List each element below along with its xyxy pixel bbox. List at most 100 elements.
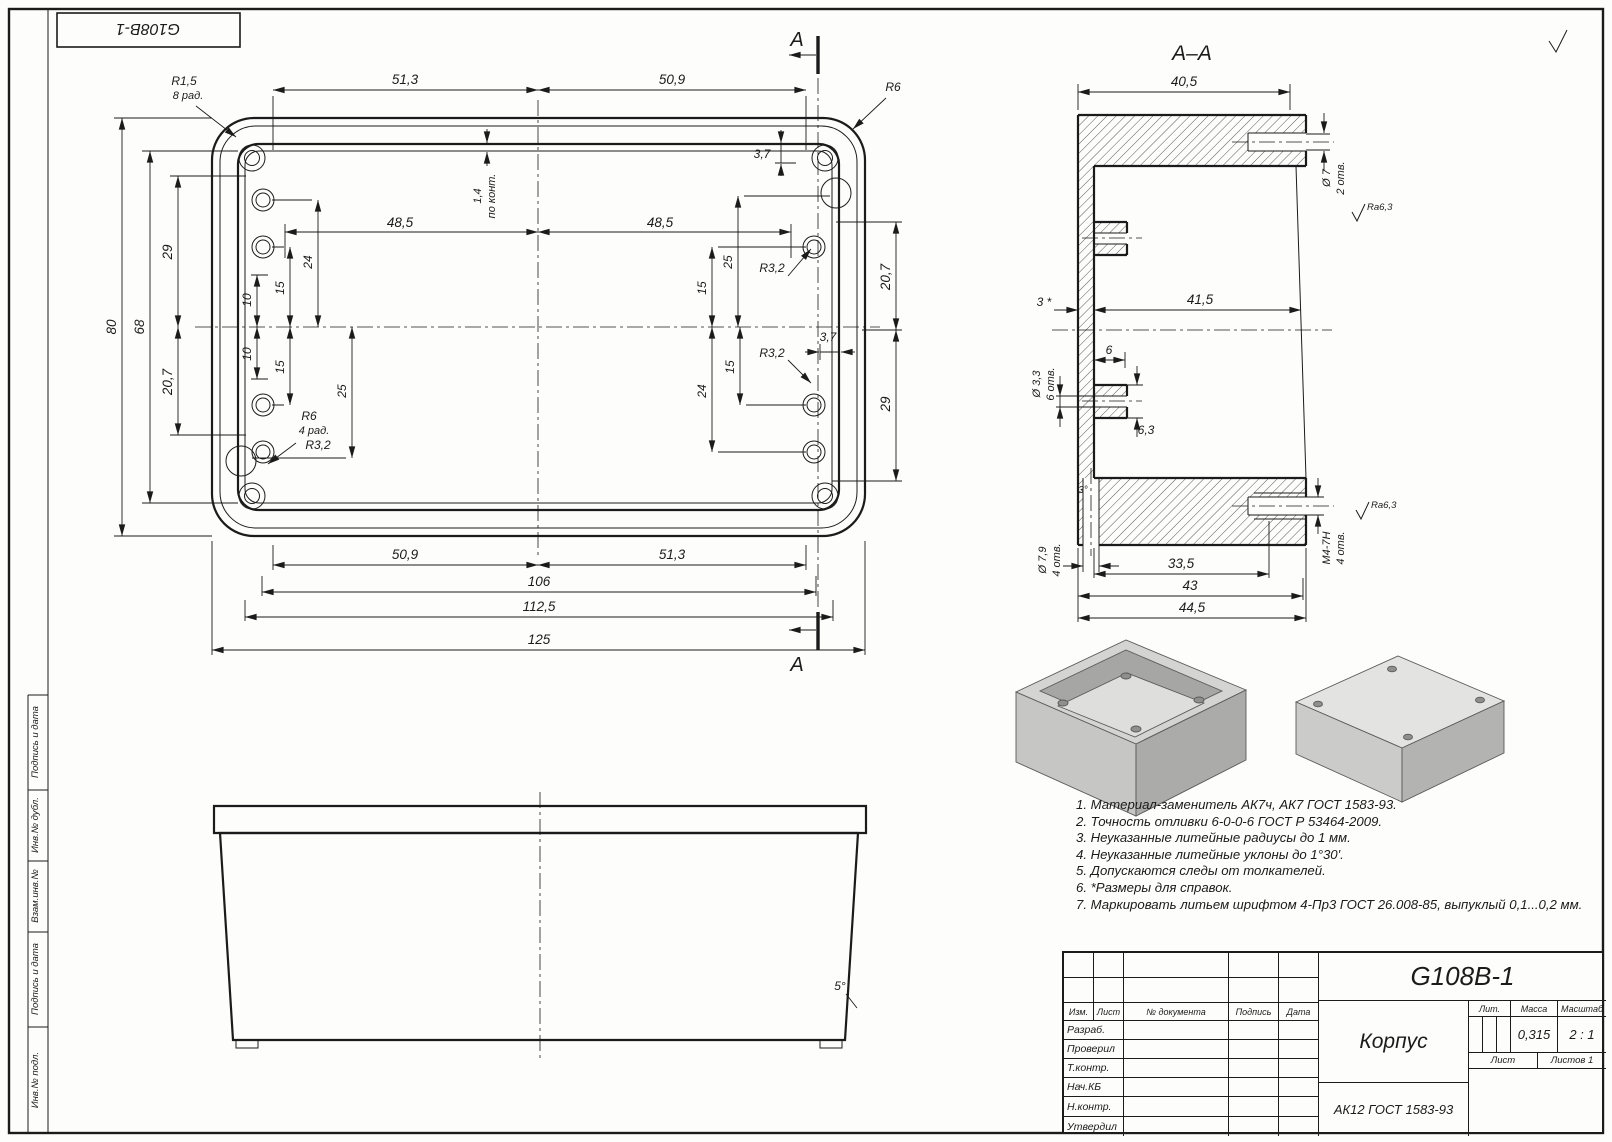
tb-role: Проверил <box>1064 1040 1124 1059</box>
section-view: A–A Ra6,3 <box>1031 42 1397 622</box>
tb-cell <box>1229 1059 1279 1078</box>
note-line: 2. Точность отливки 6-0-0-6 ГОСТ Р 53464… <box>1076 813 1383 829</box>
dim-label: 68 <box>132 319 147 335</box>
tb-lit-label: Лит. <box>1469 1001 1511 1017</box>
margin-label: Подпись и дата <box>30 943 41 1015</box>
tb-cell <box>1279 1021 1319 1040</box>
tb-mass-label: Масса <box>1511 1001 1558 1017</box>
iso-view-open <box>1014 639 1248 817</box>
front-lid <box>212 804 868 835</box>
tb-cell <box>1124 953 1229 978</box>
dim-label: 10 <box>240 347 254 361</box>
dim-label: 25 <box>335 384 349 399</box>
dim-label: 125 <box>528 632 551 647</box>
dim-label: 50,9 <box>392 547 419 562</box>
dim-label: 33,5 <box>1168 556 1195 571</box>
front-feet <box>235 1040 843 1049</box>
dim-label: 5° <box>834 979 846 993</box>
dim-label: 24 <box>301 255 315 270</box>
dim-label: 1,4 <box>472 188 484 203</box>
tb-cell <box>1124 1040 1229 1059</box>
dim-label: R3,2 <box>759 261 785 275</box>
iso-view-closed <box>1294 655 1506 803</box>
tb-header-date: Дата <box>1279 1003 1319 1021</box>
tb-header-izm: Изм. <box>1064 1003 1094 1021</box>
tb-cell <box>1279 953 1319 978</box>
dim-label: 48,5 <box>647 215 674 230</box>
tb-document-code: G108B-1 <box>1319 953 1606 1001</box>
dim-label: 10 <box>240 293 254 307</box>
dim-label: 51,3 <box>392 72 419 87</box>
tb-cell <box>1094 953 1124 978</box>
section-letter: A <box>789 29 803 51</box>
note-line: 5. Допускаются следы от толкателей. <box>1076 863 1326 879</box>
dim-label: 3 * <box>1037 295 1052 309</box>
dim-label: 3,7 <box>820 330 838 344</box>
dim-label: по конт. <box>486 174 498 219</box>
tb-part-name: Корпус <box>1319 1001 1469 1083</box>
dim-label: 20,7 <box>160 368 175 396</box>
iso-open-bosses <box>1057 672 1205 733</box>
front-view: 5° <box>212 792 868 1062</box>
tb-cell <box>1279 1078 1319 1097</box>
tb-lit-cell <box>1483 1017 1497 1053</box>
tb-role: Разраб. <box>1064 1021 1124 1040</box>
dim-label: 6,3 <box>1138 423 1155 437</box>
dim-label: 41,5 <box>1187 292 1214 307</box>
note-line: 7. Маркировать литьем шрифтом 4-Пр3 ГОСТ… <box>1076 896 1583 912</box>
tb-role: Т.контр. <box>1064 1059 1124 1078</box>
margin-boxes <box>27 694 48 1133</box>
dim-label: 20,7 <box>878 263 893 291</box>
tb-role: Утвердил <box>1064 1117 1124 1136</box>
tb-scale-label: Масштаб <box>1558 1001 1606 1017</box>
dim-label: 3° <box>1078 485 1088 496</box>
dim-label: Ø 3,3 <box>1031 370 1043 399</box>
dim-label: R6 <box>301 409 317 423</box>
tb-cell <box>1124 1021 1229 1040</box>
dim-label: 6 <box>1106 343 1113 357</box>
dim-label: R1,5 <box>171 74 197 88</box>
tb-mass-value: 0,315 <box>1511 1017 1558 1053</box>
tb-cell <box>1279 1117 1319 1136</box>
dim-label: 15 <box>723 360 737 374</box>
tb-cell <box>1094 978 1124 1003</box>
dim-label: Ø 7,9 <box>1037 547 1049 575</box>
dim-label: 4 отв. <box>1051 543 1063 576</box>
tb-cell <box>1124 1117 1229 1136</box>
tb-material: АК12 ГОСТ 1583-93 <box>1319 1083 1469 1136</box>
tb-cell <box>1229 953 1279 978</box>
tb-cell <box>1229 1021 1279 1040</box>
tb-header-sign: Подпись <box>1229 1003 1279 1021</box>
dim-label: 15 <box>273 360 287 374</box>
dim-label: 4 рад. <box>299 425 330 437</box>
dim-label: R3,2 <box>305 438 331 452</box>
tb-cell <box>1279 978 1319 1003</box>
dim-label: 6 отв. <box>1045 367 1057 400</box>
tb-header-doc: № документа <box>1124 1003 1229 1021</box>
title-block: Изм. Лист № документа Подпись Дата Разра… <box>1062 951 1606 1136</box>
tb-cell <box>1279 1097 1319 1117</box>
note-line: 3. Неуказанные литейные радиусы до 1 мм. <box>1076 830 1351 846</box>
tb-cell <box>1229 1117 1279 1136</box>
corner-screw-holes <box>238 144 839 510</box>
tb-lit-cell <box>1469 1017 1483 1053</box>
dim-label: 3,7 <box>754 147 772 161</box>
sheet-frame: Подпись и дата Инв.№ дубл. Взам.инв.№ По… <box>7 7 1605 1135</box>
dim-label: Ø 7 <box>1321 168 1333 188</box>
dimension-lines <box>118 86 900 654</box>
center-lines <box>195 78 880 610</box>
tb-cell <box>1229 1040 1279 1059</box>
dim-label: 29 <box>160 244 175 261</box>
tb-cell <box>1279 1059 1319 1078</box>
iso-closed-holes <box>1313 665 1485 741</box>
section-title: A–A <box>1170 42 1212 65</box>
tb-sheet-label: Лист <box>1469 1053 1538 1069</box>
section-extension-lines <box>1056 84 1330 622</box>
dim-label: 48,5 <box>387 215 414 230</box>
note-line: 4. Неуказанные литейные уклоны до 1°30'. <box>1076 846 1344 862</box>
tb-cell <box>1124 978 1229 1003</box>
dim-label: 43 <box>1182 578 1198 593</box>
note-line: 6. *Размеры для справок. <box>1076 879 1233 895</box>
dim-label: 40,5 <box>1171 74 1198 89</box>
